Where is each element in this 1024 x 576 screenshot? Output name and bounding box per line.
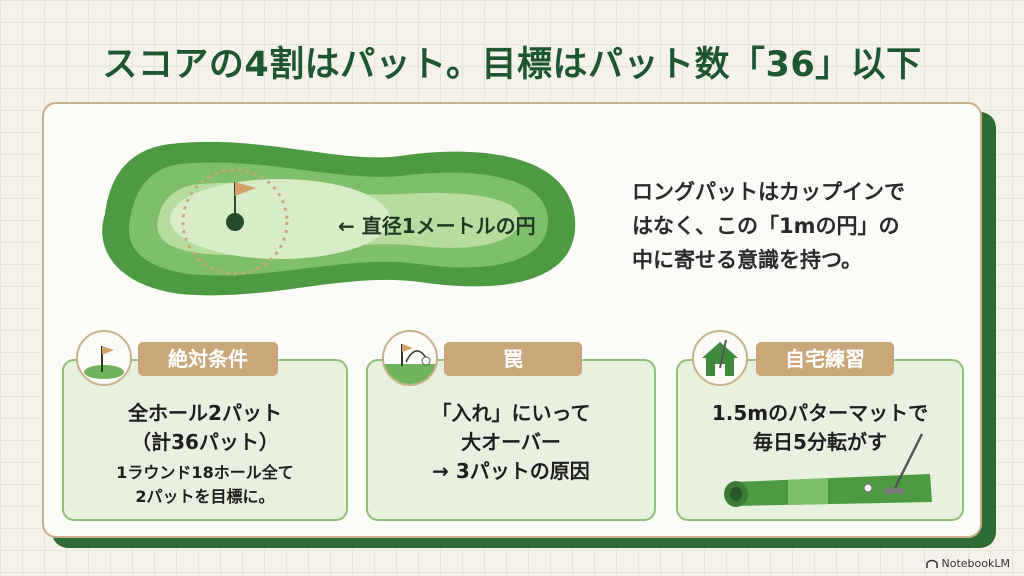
logo-text: NotebookLM	[941, 557, 1010, 570]
putting-green-illustration	[102, 141, 576, 296]
tip-line: 中に寄せる意識を持つ。	[632, 248, 863, 272]
tag-trap: 罠	[444, 342, 582, 376]
notebooklm-logo: NotebookLM	[925, 557, 1010, 570]
putting-mat-illustration	[724, 433, 932, 507]
badge-home	[692, 330, 748, 386]
tag-absolute-condition: 絶対条件	[138, 342, 278, 376]
card-trap	[366, 359, 656, 521]
card-trap-line: 大オーバー	[461, 430, 561, 454]
card-sub-line: 2パットを目標に。	[135, 487, 275, 506]
card-sub-line: 1ラウンド18ホール全て	[116, 463, 294, 482]
diameter-label: ← 直径1メートルの円	[338, 214, 536, 238]
card-trap-text: 「入れ」にいって 大オーバー → 3パットの原因	[366, 399, 656, 486]
ball-overshoot-icon	[384, 344, 436, 384]
flag-on-green-icon	[84, 346, 124, 379]
tip-line: はなく、この「1mの円」の	[632, 214, 900, 238]
page-title: スコアの4割はパット。目標はパット数「36」以下	[102, 45, 922, 85]
badge-overshoot	[382, 330, 438, 386]
card-trap-line: → 3パットの原因	[432, 459, 590, 483]
card-home-text: 1.5mのパターマットで 毎日5分転がす	[676, 399, 964, 457]
card-main-line: （計36パット）	[131, 430, 279, 454]
card-main-line: 全ホール2パット	[128, 401, 282, 425]
tip-line: ロングパットはカップインで	[632, 180, 905, 204]
card-home-line: 毎日5分転がす	[753, 430, 887, 454]
card-trap-line: 「入れ」にいって	[431, 401, 591, 425]
one-meter-circle	[181, 168, 289, 276]
green-highlight	[170, 179, 390, 259]
notebooklm-logo-icon	[925, 559, 938, 568]
tip-text: ロングパットはカップインで はなく、この「1mの円」の 中に寄せる意識を持つ。	[632, 175, 952, 277]
home-putter-icon	[702, 339, 738, 376]
card-main-text: 全ホール2パット （計36パット）	[62, 399, 348, 457]
badge-flag	[76, 330, 132, 386]
card-home-line: 1.5mのパターマットで	[711, 401, 929, 425]
flag-icon	[235, 182, 256, 196]
card-sub-text: 1ラウンド18ホール全て 2パットを目標に。	[62, 461, 348, 509]
tag-home-practice: 自宅練習	[756, 342, 894, 376]
